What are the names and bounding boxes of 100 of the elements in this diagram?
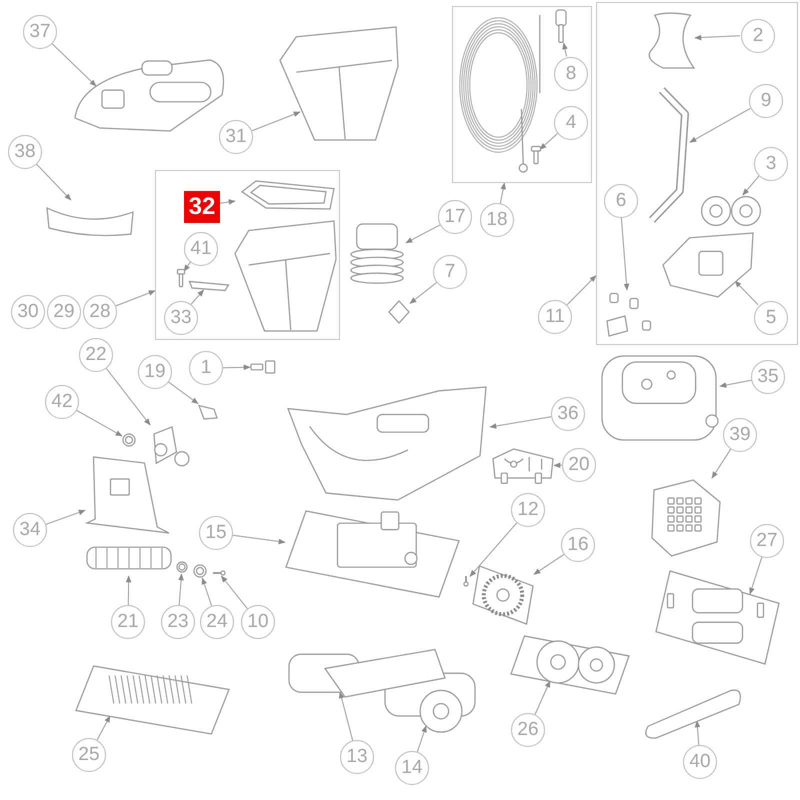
leader-line: [190, 289, 204, 305]
callout-number: 3: [754, 147, 788, 181]
pin-drawing: [462, 575, 470, 587]
leader-line: [734, 280, 759, 306]
leader-line: [218, 199, 236, 205]
leader-line: [76, 410, 123, 436]
group-frame: [155, 170, 340, 340]
callout-number: 4: [554, 106, 588, 140]
callout-number: 8: [554, 57, 588, 91]
grille-drawing: [650, 478, 722, 558]
brush-drawing: [75, 665, 230, 735]
group-frame: [596, 2, 798, 345]
leader-line: [534, 680, 550, 715]
leader-line: [470, 522, 518, 577]
screw-drawing: [177, 269, 185, 287]
callout-number: 18: [480, 203, 514, 237]
callout-number: 27: [750, 524, 784, 558]
screw-drawing: [531, 146, 541, 164]
ring-drawing: [122, 432, 136, 448]
leader-line: [106, 368, 151, 426]
callout-number: 15: [199, 516, 233, 550]
callout-number: 41: [184, 232, 218, 266]
callout-number: 2: [741, 19, 775, 53]
leader-line: [719, 380, 752, 388]
leader-line: [52, 43, 96, 86]
callout-number: 1: [189, 351, 223, 385]
callout-number: 6: [604, 184, 638, 218]
pin-drawing: [212, 570, 226, 576]
leader-line: [96, 715, 110, 740]
plug-drawing: [554, 9, 568, 44]
callout-number: 31: [219, 120, 253, 154]
callout-number: 24: [200, 605, 234, 639]
leader-line: [489, 416, 552, 429]
caddy-base-drawing: [661, 231, 756, 299]
leader-line: [409, 282, 438, 304]
callout-number: 37: [23, 15, 57, 49]
wheel-drawing: [701, 196, 761, 226]
leader-line: [178, 573, 184, 606]
block-drawing: [492, 448, 554, 484]
ring-drawing: [192, 564, 208, 578]
leader-line: [36, 164, 72, 200]
leader-line: [405, 224, 440, 244]
leader-line: [500, 182, 506, 204]
callout-number: 16: [561, 528, 595, 562]
callout-number: 17: [438, 200, 472, 234]
callout-number: 5: [754, 301, 788, 335]
leader-line: [742, 175, 760, 196]
leader-line: [168, 382, 199, 404]
leader-line: [222, 364, 251, 370]
screw-drawing: [250, 360, 276, 374]
callout-number: 32: [184, 191, 220, 223]
hopper-drawing: [278, 25, 400, 143]
callout-number: 12: [511, 493, 545, 527]
callout-number: 14: [395, 751, 429, 785]
gear-drawing: [472, 565, 534, 625]
callout-number: 40: [683, 745, 717, 779]
clip-drawing: [198, 402, 218, 420]
callout-number: 42: [45, 385, 79, 419]
leader-line: [220, 575, 248, 610]
leader-line: [566, 275, 596, 306]
leader-line: [533, 554, 564, 575]
callout-number: 13: [340, 740, 374, 774]
leader-line: [562, 42, 568, 57]
callout-number: 7: [433, 255, 467, 289]
parts-set-drawing: [655, 570, 780, 665]
leader-line: [416, 725, 427, 752]
leader-line: [620, 216, 630, 291]
leader-line: [126, 575, 132, 606]
leader-line: [115, 290, 156, 306]
leader-line: [539, 133, 558, 150]
group-frame: [452, 6, 592, 183]
leader-line: [46, 510, 86, 525]
callout-number: 11: [538, 300, 572, 334]
callout-number: 35: [751, 360, 785, 394]
leader-line: [694, 720, 700, 746]
callout-number: 26: [511, 713, 545, 747]
leader-line: [749, 556, 762, 595]
leader-line: [694, 34, 740, 40]
callout-number: 33: [164, 301, 198, 335]
leader-line: [712, 448, 732, 479]
callout-number: 34: [13, 513, 47, 547]
callout-number: 19: [138, 355, 172, 389]
callout-number: 38: [8, 135, 42, 169]
callout-number: 25: [72, 738, 106, 772]
leader-line: [251, 112, 301, 132]
leader-line: [184, 262, 191, 272]
leader-line: [202, 577, 212, 606]
valve-drawing: [388, 300, 410, 324]
callout-number: 30: [11, 295, 45, 329]
circuit-board-drawing: [285, 510, 460, 598]
leader-line: [553, 462, 562, 468]
callout-number: 22: [79, 338, 113, 372]
leader-line: [232, 534, 286, 544]
callout-number: 29: [47, 295, 81, 329]
callout-number: 36: [551, 397, 585, 431]
wheel-drawing: [510, 635, 630, 695]
strip-drawing: [189, 281, 229, 291]
callout-number: 10: [241, 605, 275, 639]
callout-number: 39: [723, 418, 757, 452]
flap-drawing: [85, 455, 170, 535]
